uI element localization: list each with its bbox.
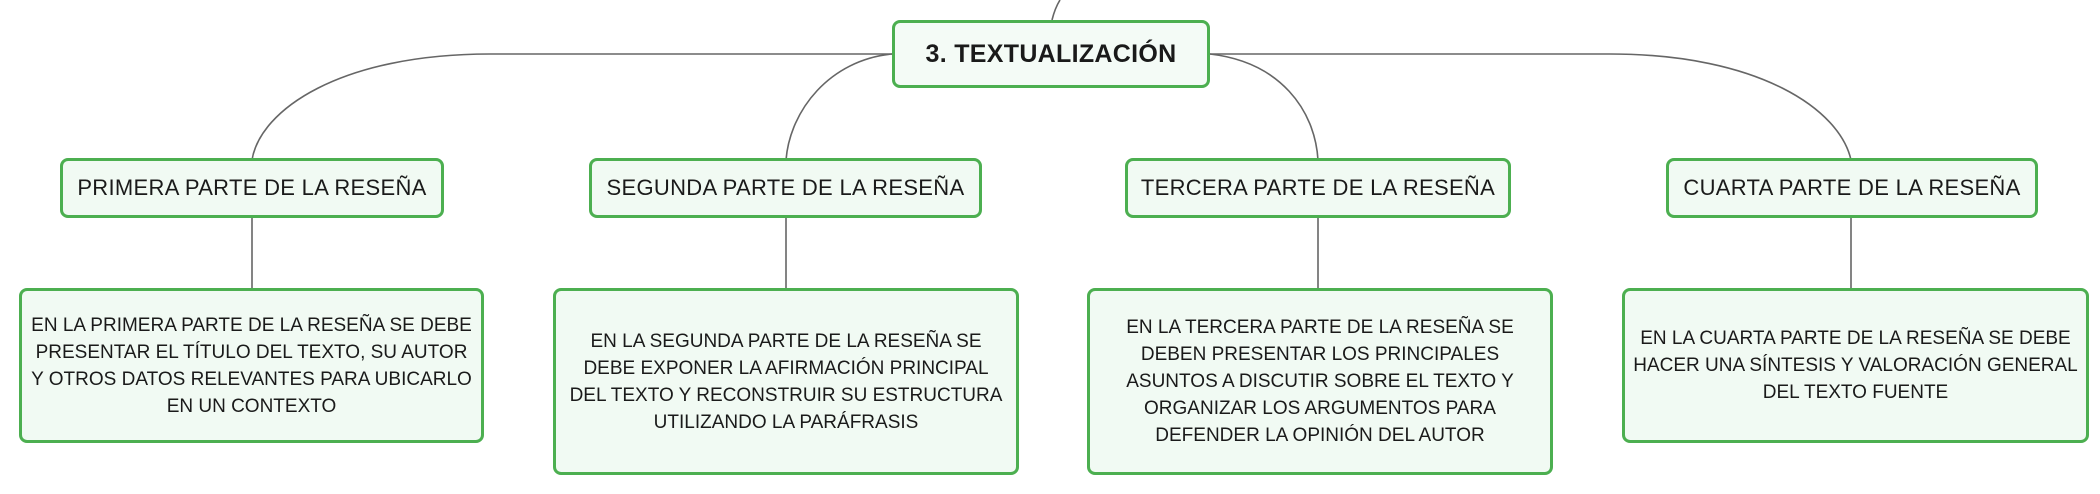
section-node-title: PRIMERA PARTE DE LA RESEÑA xyxy=(77,175,427,200)
section-node-tercera[interactable]: TERCERA PARTE DE LA RESEÑA xyxy=(1125,158,1511,218)
connector-from-parent xyxy=(1051,0,1061,21)
root-node-title: 3. TEXTUALIZACIÓN xyxy=(925,39,1177,68)
connector-root-to-section-3 xyxy=(1209,53,1319,161)
root-node-textualizacion[interactable]: 3. TEXTUALIZACIÓN xyxy=(892,20,1210,88)
section-node-primera[interactable]: PRIMERA PARTE DE LA RESEÑA xyxy=(60,158,444,218)
detail-node-primera[interactable]: EN LA PRIMERA PARTE DE LA RESEÑA SE DEBE… xyxy=(19,288,484,443)
detail-node-cuarta[interactable]: EN LA CUARTA PARTE DE LA RESEÑA SE DEBE … xyxy=(1622,288,2089,443)
connector-root-to-section-4 xyxy=(1210,53,1852,161)
section-node-segunda[interactable]: SEGUNDA PARTE DE LA RESEÑA xyxy=(589,158,982,218)
section-node-title: CUARTA PARTE DE LA RESEÑA xyxy=(1683,175,2021,200)
detail-node-tercera[interactable]: EN LA TERCERA PARTE DE LA RESEÑA SE DEBE… xyxy=(1087,288,1553,475)
section-node-cuarta[interactable]: CUARTA PARTE DE LA RESEÑA xyxy=(1666,158,2038,218)
section-node-title: TERCERA PARTE DE LA RESEÑA xyxy=(1140,175,1496,200)
section-node-title: SEGUNDA PARTE DE LA RESEÑA xyxy=(606,175,965,200)
detail-node-text: EN LA CUARTA PARTE DE LA RESEÑA SE DEBE … xyxy=(1633,328,2078,403)
detail-node-text: EN LA TERCERA PARTE DE LA RESEÑA SE DEBE… xyxy=(1126,317,1514,446)
detail-node-text: EN LA SEGUNDA PARTE DE LA RESEÑA SE DEBE… xyxy=(569,330,1003,433)
detail-node-segunda[interactable]: EN LA SEGUNDA PARTE DE LA RESEÑA SE DEBE… xyxy=(553,288,1019,475)
connector-root-to-section-2 xyxy=(785,53,893,161)
connector-root-to-section-1 xyxy=(251,53,892,161)
detail-node-text: EN LA PRIMERA PARTE DE LA RESEÑA SE DEBE… xyxy=(31,314,472,417)
